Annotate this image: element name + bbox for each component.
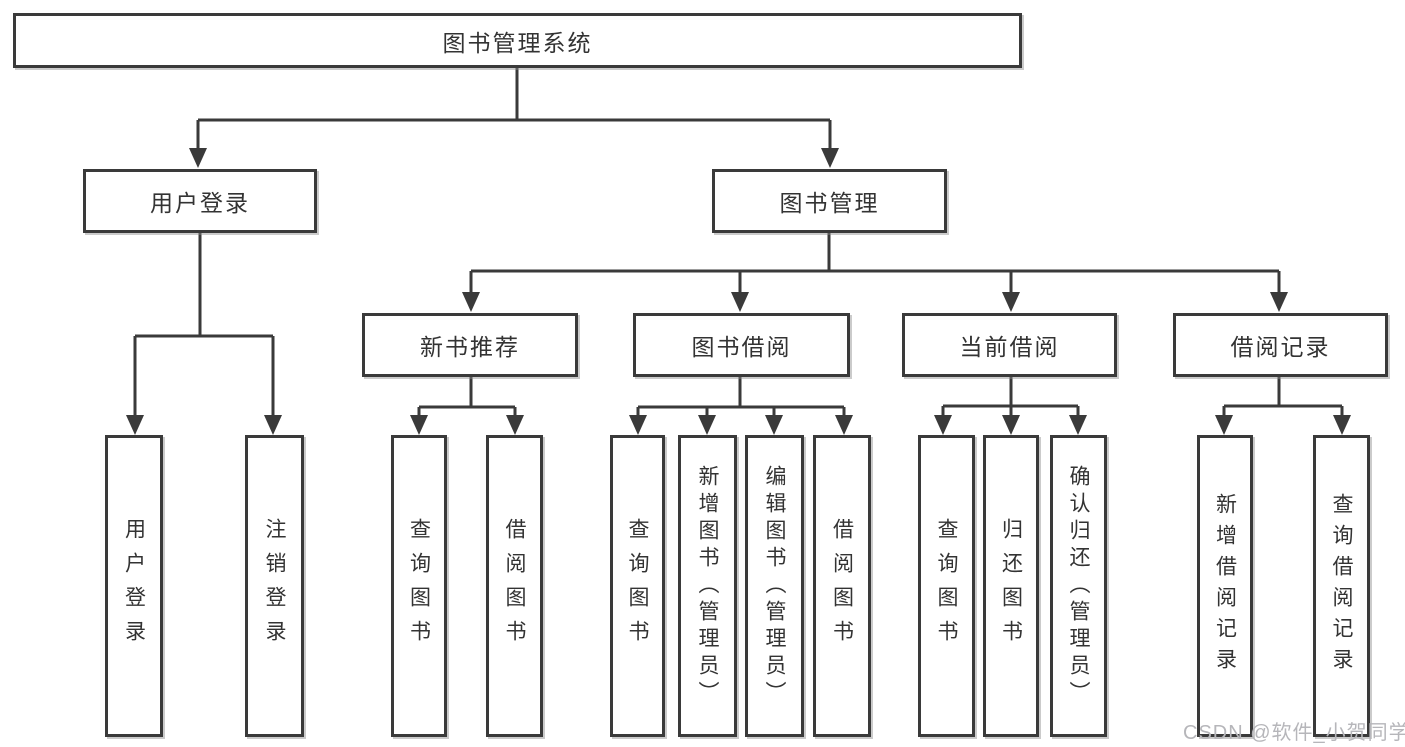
node-leaf-query-books-current: 查询图书 (918, 435, 975, 737)
leaf-label: 确认归还（管理员） (1067, 464, 1090, 708)
node-leaf-borrow-books-recommend: 借阅图书 (486, 435, 543, 737)
node-new-book-recommend: 新书推荐 (362, 313, 578, 377)
leaf-label: 新增借阅记录 (1213, 493, 1237, 679)
node-borrow-records: 借阅记录 (1173, 313, 1388, 377)
node-book-management-branch: 图书管理 (712, 169, 947, 233)
csdn-watermark: CSDN @软件_小贺同学 (1183, 722, 1405, 744)
node-current-borrow: 当前借阅 (902, 313, 1117, 377)
leaf-label: 查询图书 (407, 518, 431, 654)
node-leaf-confirm-return-admin: 确认归还（管理员） (1050, 435, 1107, 737)
leaf-label: 查询图书 (626, 518, 649, 654)
node-leaf-add-books-admin: 新增图书（管理员） (678, 435, 737, 737)
node-book-borrow: 图书借阅 (633, 313, 850, 377)
leaf-label: 查询借阅记录 (1330, 493, 1353, 679)
leaf-label: 归还图书 (999, 518, 1023, 654)
node-leaf-user-login: 用户登录 (105, 435, 163, 737)
leaf-label: 借阅图书 (830, 518, 854, 654)
leaf-label: 编辑图书（管理员） (763, 464, 786, 708)
leaf-label: 用户登录 (122, 518, 146, 654)
leaf-label: 新增图书（管理员） (696, 464, 719, 708)
node-user-login-branch: 用户登录 (83, 169, 317, 233)
node-leaf-return-books: 归还图书 (983, 435, 1039, 737)
leaf-label: 注销登录 (263, 518, 286, 654)
node-leaf-add-borrow-record: 新增借阅记录 (1197, 435, 1253, 737)
node-leaf-query-borrow-record: 查询借阅记录 (1313, 435, 1370, 737)
leaf-label: 借阅图书 (503, 518, 526, 654)
leaf-label: 查询图书 (935, 518, 958, 654)
node-leaf-logout: 注销登录 (245, 435, 304, 737)
node-leaf-query-books-recommend: 查询图书 (391, 435, 447, 737)
node-root-system: 图书管理系统 (13, 13, 1022, 68)
node-leaf-query-books-borrow: 查询图书 (610, 435, 665, 737)
node-leaf-borrow-books: 借阅图书 (813, 435, 871, 737)
node-leaf-edit-books-admin: 编辑图书（管理员） (745, 435, 804, 737)
